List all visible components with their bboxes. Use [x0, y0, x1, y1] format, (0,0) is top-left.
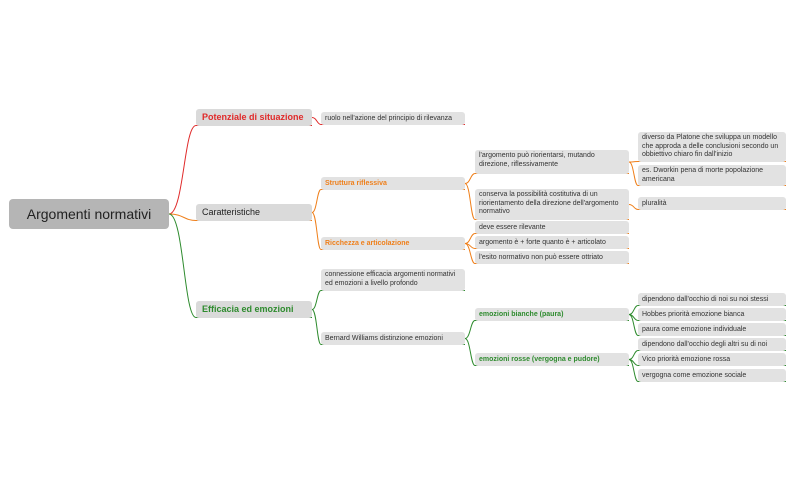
node-riorientarsi[interactable]: l'argomento può riorientarsi, mutando di… [475, 150, 629, 174]
root-node[interactable]: Argomenti normativi [9, 199, 169, 229]
connector-14 [311, 290, 465, 310]
node-forte-articolato[interactable]: argomento è + forte quanto è + articolat… [475, 236, 629, 249]
connector-13 [464, 243, 629, 264]
node-paura-individuale[interactable]: paura come emozione individuale [638, 323, 786, 336]
node-conserva-possibilita[interactable]: conserva la possibilità costitutiva di u… [475, 189, 629, 220]
connector-6 [464, 173, 629, 184]
node-ruolo-rilevanza[interactable]: ruolo nell'azione del principio di rilev… [321, 112, 465, 125]
node-esito-normativo[interactable]: l'esito normativo non può essere ottriat… [475, 251, 629, 264]
branch-potenziale[interactable]: Potenziale di situazione [196, 109, 312, 126]
node-connessione-efficacia[interactable]: connessione efficacia argomenti normativ… [321, 269, 465, 291]
connector-9 [628, 161, 786, 186]
connector-7 [464, 183, 629, 220]
node-dworkin[interactable]: es. Dworkin pena di morte popolazione am… [638, 165, 786, 186]
node-bernard-williams[interactable]: Bernard Williams distinzione emozioni [321, 332, 465, 345]
connector-18 [628, 305, 786, 315]
node-pluralita[interactable]: pluralità [638, 197, 786, 210]
node-platone[interactable]: diverso da Platone che sviluppa un model… [638, 132, 786, 162]
node-struttura-riflessiva[interactable]: Struttura riflessiva [321, 177, 465, 190]
connector-5 [311, 212, 465, 250]
connector-1 [168, 213, 312, 221]
node-vico[interactable]: Vico priorità emozione rossa [638, 353, 786, 366]
connector-20 [628, 314, 786, 336]
node-hobbes[interactable]: Hobbes priorità emozione bianca [638, 308, 786, 321]
connector-0 [168, 125, 312, 215]
branch-caratteristiche[interactable]: Caratteristiche [196, 204, 312, 221]
node-vergogna-sociale[interactable]: vergogna come emozione sociale [638, 369, 786, 382]
connector-21 [628, 350, 786, 360]
connector-8 [628, 161, 786, 163]
node-emozioni-bianche[interactable]: emozioni bianche (paura) [475, 308, 629, 321]
connector-23 [628, 359, 786, 382]
node-rilevante[interactable]: deve essere rilevante [475, 221, 629, 234]
connector-15 [311, 309, 465, 345]
connector-3 [311, 117, 465, 125]
branch-efficacia[interactable]: Efficacia ed emozioni [196, 301, 312, 318]
connector-2 [168, 213, 312, 318]
connector-10 [628, 204, 786, 210]
node-occhio-altri[interactable]: dipendono dall'occhio degli altri su di … [638, 338, 786, 351]
connector-17 [464, 338, 629, 366]
node-occhio-noi[interactable]: dipendono dall'occhio di noi su noi stes… [638, 293, 786, 306]
connector-4 [311, 189, 465, 213]
node-ricchezza-articolazione[interactable]: Ricchezza e articolazione [321, 237, 465, 250]
node-emozioni-rosse[interactable]: emozioni rosse (vergogna e pudore) [475, 353, 629, 366]
connector-11 [464, 233, 629, 244]
connector-16 [464, 320, 629, 339]
